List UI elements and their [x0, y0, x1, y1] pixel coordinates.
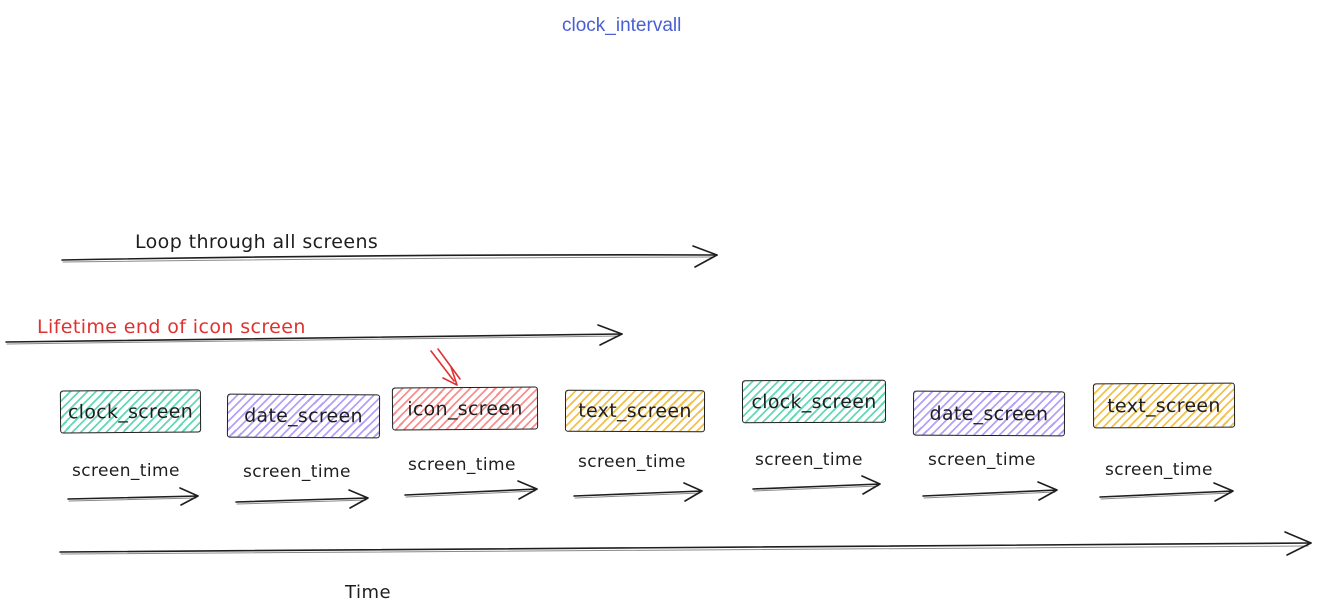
screen-box: date_screen [912, 390, 1066, 437]
screen-box: icon_screen [391, 386, 539, 431]
screen-time-arrow [235, 489, 369, 509]
time-axis-arrow [59, 531, 1312, 556]
screen-box: text_screen [564, 389, 706, 433]
lifetime-arrow-label: Lifetime end of icon screen [37, 316, 306, 338]
screen-time-arrow [1099, 482, 1234, 502]
screen-box: text_screen [1092, 382, 1236, 429]
screen-time-label: screen_time [243, 462, 351, 482]
screen-box: clock_screen [59, 389, 202, 434]
page-title: clock_intervall [562, 15, 682, 36]
screen-box-label: text_screen [1107, 394, 1221, 417]
screen-time-label: screen_time [1105, 460, 1213, 480]
screen-time-arrow [573, 482, 703, 502]
screen-box-label: date_screen [929, 402, 1049, 425]
icon-screen-pointer-arrow [430, 348, 461, 386]
screen-box-label: clock_screen [67, 400, 194, 423]
screen-box-label: date_screen [244, 404, 363, 428]
screen-time-label: screen_time [755, 450, 863, 470]
screen-box-label: text_screen [578, 399, 692, 423]
screen-time-label: screen_time [578, 452, 686, 472]
screen-time-label: screen_time [72, 461, 180, 481]
screen-time-arrow [67, 487, 199, 506]
screen-time-label: screen_time [408, 455, 516, 475]
screen-time-label: screen_time [928, 450, 1036, 470]
time-axis-label: Time [345, 582, 392, 603]
screen-box-label: clock_screen [751, 390, 877, 413]
screen-box: date_screen [226, 393, 381, 439]
screen-time-arrow [752, 475, 881, 495]
screen-time-arrow [404, 480, 538, 500]
loop-arrow-label: Loop through all screens [135, 231, 379, 253]
screen-time-arrow [922, 481, 1058, 501]
screen-box-label: icon_screen [407, 397, 523, 420]
screen-box: clock_screen [741, 379, 887, 424]
